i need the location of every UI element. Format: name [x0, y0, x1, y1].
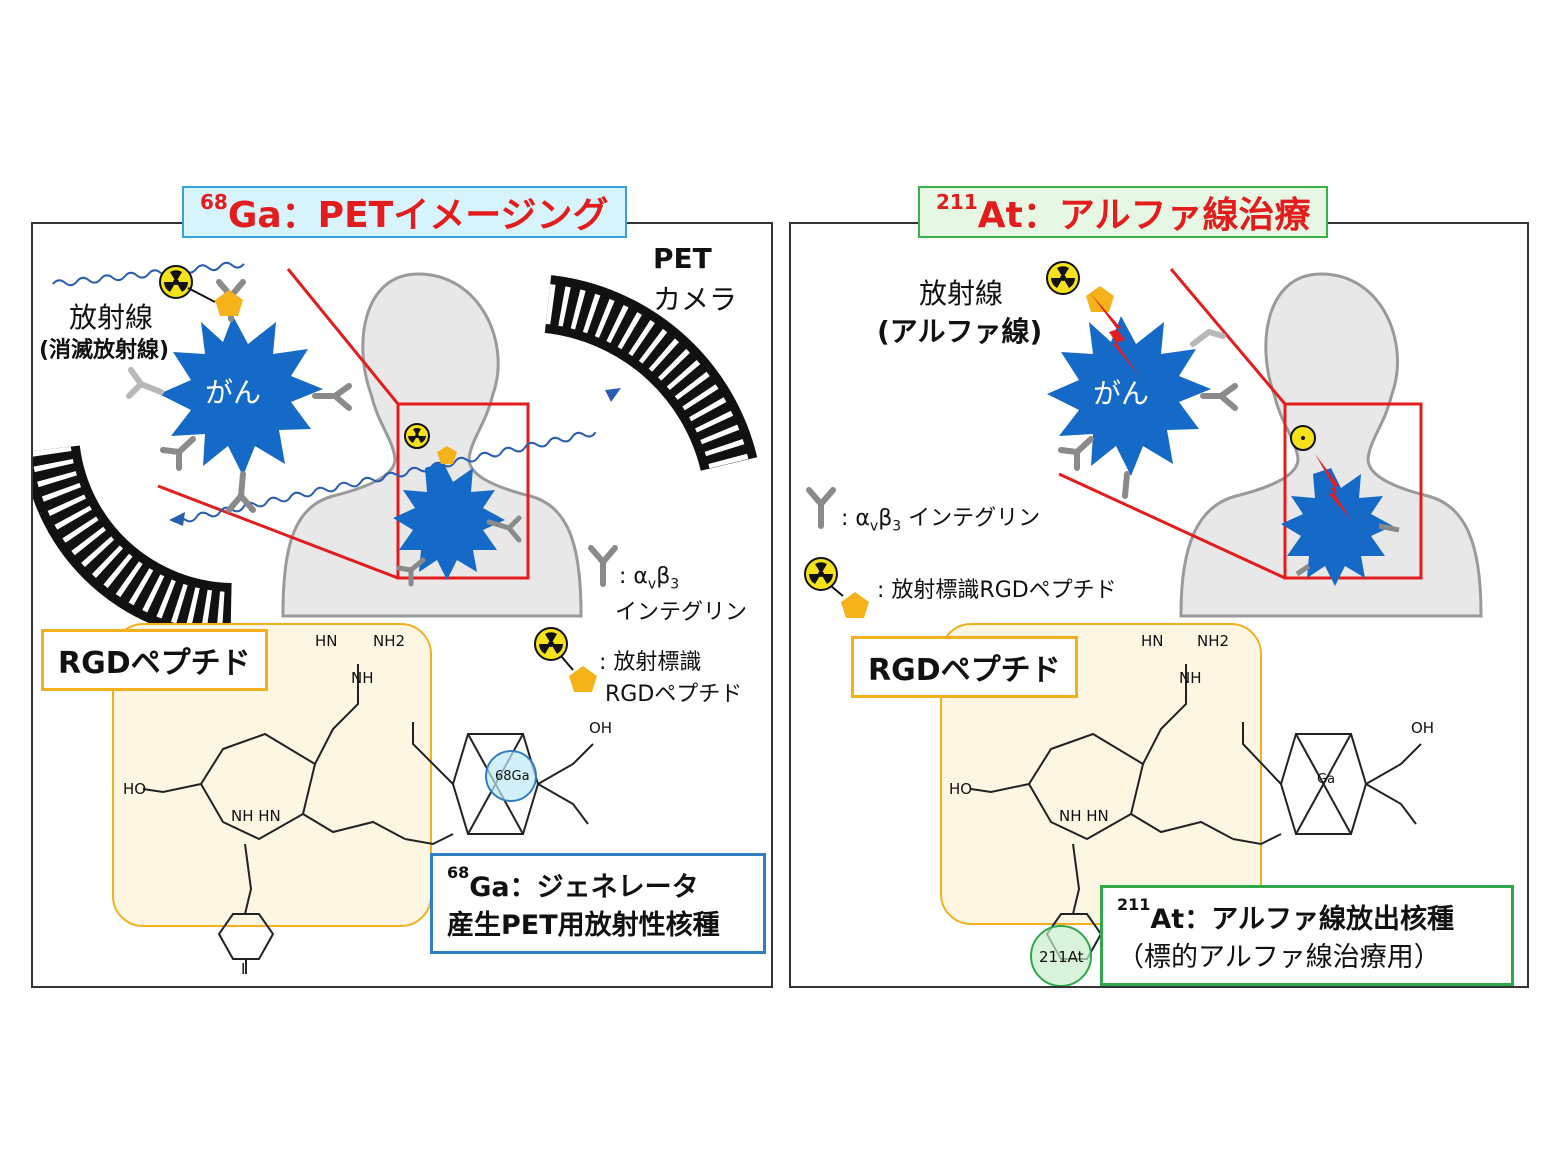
pet-camera-ring-bottom [33, 444, 233, 641]
radiation-label: 放射線 [69, 301, 154, 334]
chem-nh2: NH2 [373, 632, 406, 650]
radiation-trefoil-icon-right [1051, 266, 1075, 288]
chem-nh: NH [351, 669, 374, 687]
chem-oh-right: OH [1411, 719, 1435, 737]
chem-nh-hn-right: NH HN [1059, 807, 1109, 825]
chem-hn-right: HN [1141, 632, 1164, 650]
cancer-cell-small [393, 423, 522, 587]
chem-nh-right: NH [1179, 669, 1202, 687]
cancer-label-right: がん [1093, 377, 1150, 410]
chem-oh: OH [589, 719, 613, 737]
legend-integrin-text-2: インテグリン [615, 600, 748, 625]
rgd-peptide-highlight [112, 623, 432, 927]
at211-label: 211At [1039, 948, 1084, 966]
human-body-silhouette [281, 272, 583, 618]
chem-nh2-right: NH2 [1197, 632, 1230, 650]
ga68-nuclide-box: 68Ga：ジェネレータ 産生PET用放射性核種 [430, 853, 766, 954]
cancer-cell-large-right [1047, 316, 1211, 476]
rgd-peptide-label: RGDペプチド [41, 629, 268, 691]
zoom-box [396, 402, 530, 580]
legend-peptide-text: : 放射標識 [599, 650, 702, 675]
cancer-cell-small-right [1281, 425, 1400, 586]
integrin-receptors-right [1058, 329, 1238, 499]
chem-nh-hn: NH HN [231, 807, 281, 825]
legend-peptide-icon [534, 627, 597, 692]
radiation-trefoil-icon-small [408, 428, 426, 443]
cancer-label: がん [205, 376, 262, 409]
legend-peptide-text-right: : 放射標識RGDペプチド [877, 578, 1117, 603]
zoom-box-right [1283, 402, 1423, 580]
radiation-sublabel-right: (アルファ線) [877, 315, 1043, 348]
annihilation-photon-line [52, 261, 621, 526]
pet-camera-label: PET [653, 242, 712, 275]
rgd-peptide-label-right: RGDペプチド [851, 636, 1078, 698]
radiation-label-right: 放射線 [919, 277, 1004, 310]
human-body-silhouette-right [1179, 272, 1483, 618]
radiation-trefoil-icon [164, 270, 188, 292]
ga-label-right: Ga [1317, 772, 1336, 787]
pet-camera-sublabel: カメラ [653, 283, 738, 316]
pet-imaging-panel: 放射線 (消滅放射線) がん PET カメラ : αvβ3 インテグリン : 放… [31, 222, 773, 988]
chem-iodine: I [241, 960, 246, 978]
zoom-lines [157, 268, 530, 580]
legend-integrin-text: : αvβ3 [619, 564, 680, 593]
rgd-chemical-structure [142, 664, 594, 974]
alpha-therapy-panel: 放射線 (アルファ線) がん : αvβ3 インテグリン : 放射標識RGDペプ… [789, 222, 1529, 988]
alpha-ray-bolt-icon [1091, 294, 1139, 376]
legend-integrin-text-right: : αvβ3 インテグリン [841, 506, 1041, 535]
chem-hn: HN [315, 632, 338, 650]
alpha-illustration [804, 261, 1483, 986]
rgd-chemical-structure-right [970, 664, 1422, 960]
pet-illustration [33, 261, 758, 974]
cancer-cell-large [159, 316, 323, 476]
ga68-metal-highlight [485, 750, 537, 802]
at211-highlight [1030, 925, 1092, 986]
legend-integrin-icon [588, 545, 618, 587]
chem-ho-right: HO [949, 780, 973, 798]
ga68-label: 68Ga [495, 769, 530, 784]
legend-peptide-icon-right [804, 557, 869, 618]
legend-peptide-text-2: RGDペプチド [605, 682, 743, 707]
pet-camera-ring-top [544, 275, 758, 472]
at211-nuclide-box: 211At：アルファ線放出核種 （標的アルファ線治療用） [1100, 885, 1514, 986]
radiolabeled-peptide-right [1046, 261, 1139, 376]
radiation-sublabel: (消滅放射線) [39, 338, 170, 363]
zoom-lines-right [1058, 268, 1423, 580]
chem-ho: HO [123, 780, 147, 798]
legend-integrin-icon-right [806, 487, 836, 529]
radiolabeled-peptide-large [159, 265, 243, 316]
